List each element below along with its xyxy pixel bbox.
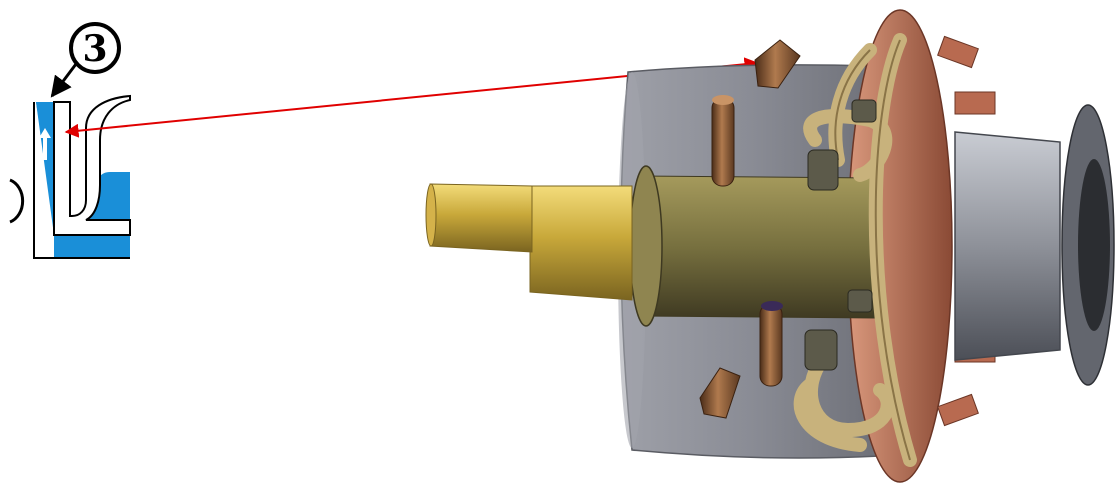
step-number-badge xyxy=(50,22,121,98)
tube-collar xyxy=(629,165,663,327)
mechanical-assembly xyxy=(425,9,1115,483)
fluid-channel-icon xyxy=(9,94,131,259)
